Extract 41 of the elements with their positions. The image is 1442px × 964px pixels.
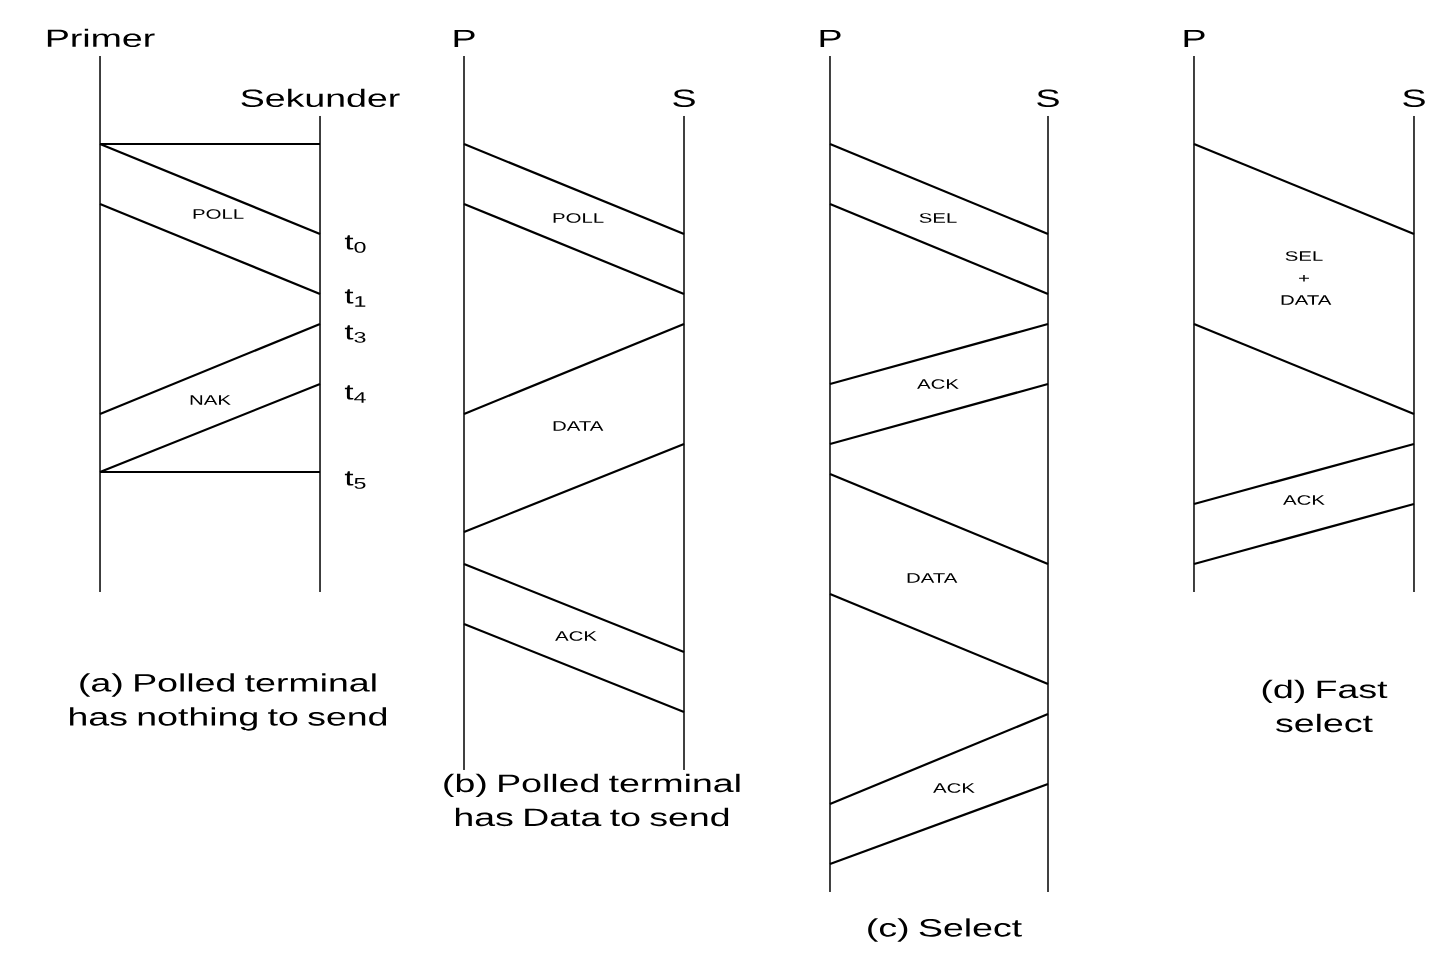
signal-line — [463, 562, 685, 653]
signal-line — [1193, 442, 1415, 506]
signal-line — [829, 592, 1049, 685]
signal-line — [463, 622, 685, 713]
time-label: t$_{5}$ — [344, 471, 366, 489]
signal-line — [99, 203, 321, 295]
time-label: t$_{3}$ — [344, 325, 366, 343]
column-label: S — [1037, 89, 1059, 108]
signal-line — [99, 143, 321, 235]
signal-line — [829, 782, 1049, 866]
column-label: Primer — [47, 28, 155, 48]
column-label: S — [1403, 89, 1425, 108]
signal-line — [100, 142, 320, 146]
signal-line — [829, 203, 1049, 295]
signal-line — [463, 203, 685, 295]
caption: (b) Polled terminal has Data to send — [444, 773, 740, 827]
signal-line — [829, 712, 1049, 805]
column-label: Sekunder — [241, 88, 400, 108]
column-label: P — [454, 29, 475, 48]
column-label: P — [820, 29, 841, 48]
column-label: S — [673, 89, 695, 108]
caption: (d) Fast select — [1262, 679, 1388, 733]
signal-line — [99, 323, 321, 415]
signal-line — [463, 323, 685, 415]
time-label: t$_{4}$ — [344, 385, 366, 403]
signal-line — [829, 382, 1049, 446]
signal-line — [463, 442, 685, 533]
signal-line — [829, 472, 1049, 565]
signal-line — [463, 143, 685, 235]
signal-line — [99, 382, 321, 473]
signal-line — [1193, 502, 1415, 566]
signal-line — [829, 322, 1049, 386]
signal-line — [1193, 143, 1415, 235]
caption: (c) Select — [868, 918, 1022, 942]
signal-line — [829, 143, 1049, 235]
signal-line — [100, 470, 320, 474]
time-label: t$_{0}$ — [344, 235, 366, 253]
column-label: P — [1184, 29, 1205, 48]
caption: (a) Polled terminal has nothing to send — [70, 673, 387, 731]
time-label: t$_{1}$ — [344, 289, 366, 307]
signal-line — [1193, 323, 1415, 415]
